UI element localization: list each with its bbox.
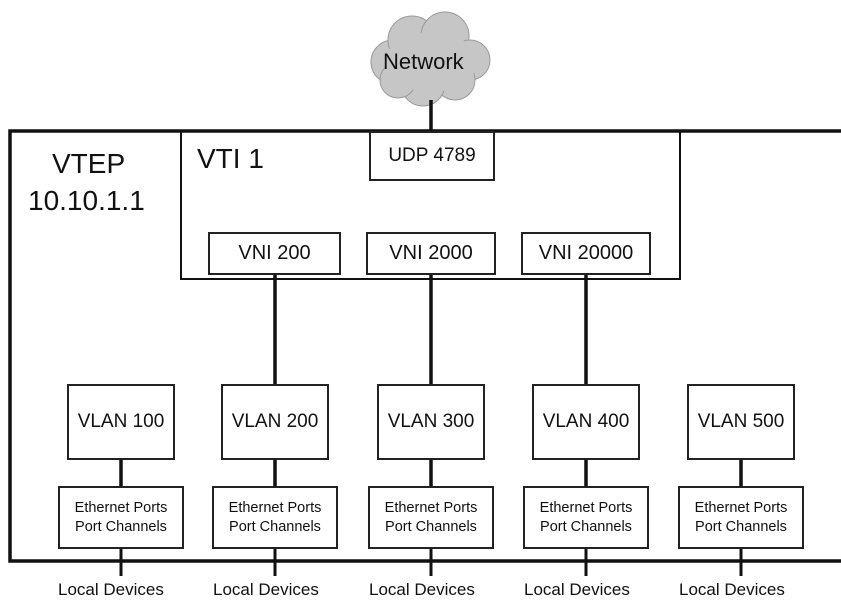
ports-box: Ethernet Ports Port Channels bbox=[368, 486, 494, 549]
vtep-ip: 10.10.1.1 bbox=[28, 185, 145, 216]
vni-label: VNI 2000 bbox=[389, 242, 473, 264]
udp-port-box: UDP 4789 bbox=[369, 131, 495, 181]
ports-line1: Ethernet Ports bbox=[228, 500, 322, 517]
local-devices-label: Local Devices bbox=[524, 580, 630, 599]
vlan-box: VLAN 300 bbox=[377, 384, 485, 460]
vlan-label: VLAN 300 bbox=[387, 411, 475, 432]
vlan-box: VLAN 400 bbox=[532, 384, 640, 460]
ports-line2: Port Channels bbox=[385, 518, 477, 535]
local-devices-label: Local Devices bbox=[58, 580, 164, 599]
vlan-box: VLAN 100 bbox=[67, 384, 175, 460]
ports-box: Ethernet Ports Port Channels bbox=[523, 486, 649, 549]
ports-line2: Port Channels bbox=[229, 518, 321, 535]
vni-box: VNI 2000 bbox=[366, 232, 496, 275]
vni-label: VNI 200 bbox=[238, 242, 311, 264]
vlan-box: VLAN 200 bbox=[221, 384, 329, 460]
network-cloud bbox=[370, 11, 491, 107]
vlan-box: VLAN 500 bbox=[687, 384, 795, 460]
local-devices-label: Local Devices bbox=[369, 580, 475, 599]
vlan-label: VLAN 100 bbox=[77, 411, 165, 432]
ports-line1: Ethernet Ports bbox=[384, 500, 478, 517]
local-devices-label: Local Devices bbox=[213, 580, 319, 599]
vlan-label: VLAN 400 bbox=[542, 411, 630, 432]
ports-line2: Port Channels bbox=[75, 518, 167, 535]
vtep-title: VTEP bbox=[52, 148, 126, 179]
vlan-label: VLAN 500 bbox=[697, 411, 785, 432]
ports-line1: Ethernet Ports bbox=[74, 500, 168, 517]
vni-label: VNI 20000 bbox=[538, 242, 634, 264]
ports-line2: Port Channels bbox=[540, 518, 632, 535]
network-label: Network bbox=[383, 49, 464, 74]
vni-box: VNI 200 bbox=[208, 232, 341, 275]
ports-box: Ethernet Ports Port Channels bbox=[678, 486, 804, 549]
ports-box: Ethernet Ports Port Channels bbox=[58, 486, 184, 549]
ports-line1: Ethernet Ports bbox=[694, 500, 788, 517]
ports-line2: Port Channels bbox=[695, 518, 787, 535]
vti-label: VTI 1 bbox=[197, 143, 264, 174]
ports-line1: Ethernet Ports bbox=[539, 500, 633, 517]
local-devices-label: Local Devices bbox=[679, 580, 785, 599]
ports-box: Ethernet Ports Port Channels bbox=[212, 486, 338, 549]
vlan-label: VLAN 200 bbox=[231, 411, 319, 432]
udp-port-label: UDP 4789 bbox=[388, 145, 476, 166]
vni-box: VNI 20000 bbox=[521, 232, 651, 275]
